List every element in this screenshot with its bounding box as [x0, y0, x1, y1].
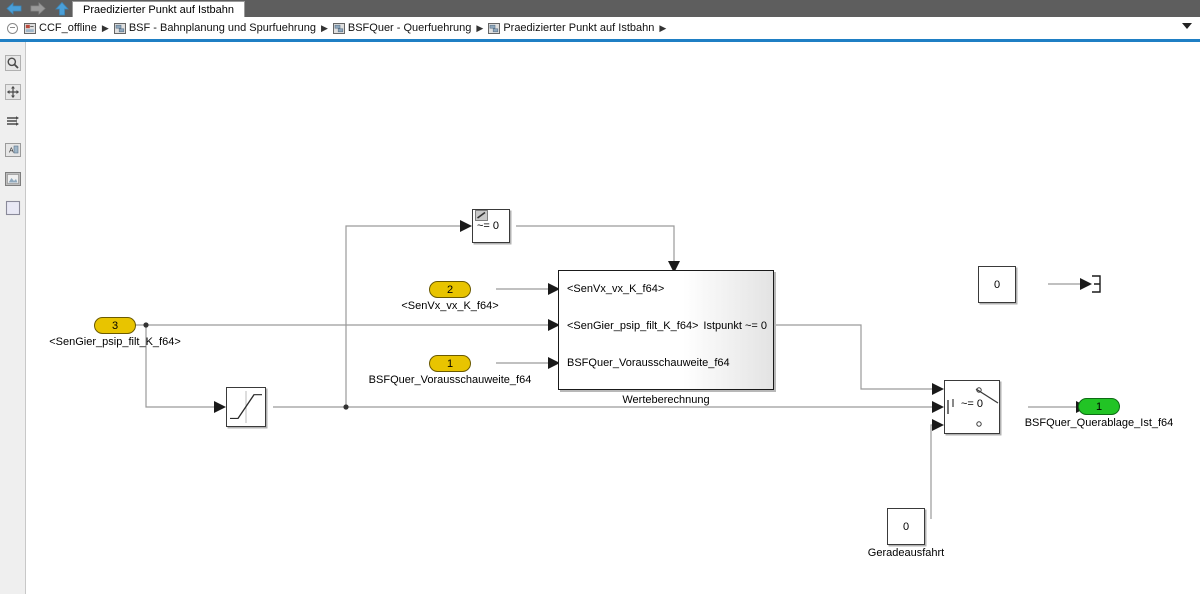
constant-value: 0: [993, 278, 1001, 291]
inport-3[interactable]: 3 <SenGier_psip_filt_K_f64>: [49, 317, 181, 348]
saturation-block[interactable]: [226, 387, 266, 427]
constant-zero-top[interactable]: 0: [978, 266, 1016, 303]
subsystem-output-1: Istpunkt ~= 0: [703, 320, 767, 332]
up-arrow-icon[interactable]: [52, 1, 72, 16]
breadcrumb-label: BSFQuer - Querfuehrung: [347, 22, 472, 34]
inport-number: 2: [429, 281, 471, 298]
subsystem-icon: [488, 22, 501, 34]
switch-block[interactable]: ~= 0: [944, 380, 1000, 434]
outport-1[interactable]: 1 BSFQuer_Querablage_Ist_f64: [1025, 398, 1173, 429]
constant-label: Geradeausfahrt: [867, 547, 945, 559]
area-box-icon[interactable]: [4, 199, 21, 216]
svg-text:A: A: [9, 147, 14, 154]
signal-routing-icon[interactable]: [4, 112, 21, 129]
breadcrumb-separator: ▶: [101, 22, 109, 33]
fit-to-view-icon[interactable]: [4, 83, 21, 100]
inport-number: 1: [429, 355, 471, 372]
breadcrumb-item-praedizierter-punkt[interactable]: Praedizierter Punkt auf Istbahn: [488, 22, 654, 34]
tool-palette: A: [0, 42, 26, 594]
navigation-arrows: [4, 0, 72, 17]
image-annotation-icon[interactable]: [4, 170, 21, 187]
breadcrumb-label: CCF_offline: [39, 22, 97, 34]
breadcrumb-label: Praedizierter Punkt auf Istbahn: [503, 22, 655, 34]
inport-label: BSFQuer_Vorausschauweite_f64: [368, 374, 532, 386]
forward-arrow-icon[interactable]: [28, 1, 48, 16]
compare-to-zero-block[interactable]: ~= 0: [472, 209, 510, 243]
datatype-badge-icon: [475, 210, 488, 221]
subsystem-werteberechnung[interactable]: <SenVx_vx_K_f64> <SenGier_psip_filt_K_f6…: [558, 270, 774, 390]
annotation-icon[interactable]: A: [4, 141, 21, 158]
saturation-curve-icon: [230, 391, 262, 423]
breadcrumb-label: BSF - Bahnplanung und Spurfuehrung: [128, 22, 316, 34]
subsystem-input-3: BSFQuer_Vorausschauweite_f64: [567, 357, 730, 369]
breadcrumb-separator: ▶: [320, 22, 328, 33]
editor-tab[interactable]: Praedizierter Punkt auf Istbahn: [72, 1, 246, 18]
subsystem-input-2: <SenGier_psip_filt_K_f64>: [567, 320, 699, 332]
back-arrow-icon[interactable]: [4, 1, 24, 16]
editor-tab-label: Praedizierter Punkt auf Istbahn: [83, 4, 235, 16]
constant-geradeausfahrt[interactable]: 0: [887, 508, 925, 545]
terminator-block: [1092, 275, 1101, 293]
signal-junction: [343, 404, 349, 410]
switch-glyph-icon: [947, 387, 999, 427]
subsystem-icon: [113, 22, 126, 34]
title-bar: Praedizierter Punkt auf Istbahn: [0, 0, 1200, 18]
outport-number: 1: [1078, 398, 1120, 415]
breadcrumb-item-bsf[interactable]: BSF - Bahnplanung und Spurfuehrung: [113, 22, 316, 34]
subsystem-input-1: <SenVx_vx_K_f64>: [567, 283, 665, 295]
expand-collapse-icon[interactable]: [0, 17, 24, 39]
subsystem-name-label: Werteberechnung: [622, 394, 710, 406]
breadcrumb-item-bsfquer[interactable]: BSFQuer - Querfuehrung: [332, 22, 472, 34]
inport-label: <SenVx_vx_K_f64>: [401, 300, 499, 312]
model-canvas[interactable]: 3 <SenGier_psip_filt_K_f64> 2 <SenVx_vx_…: [26, 42, 1200, 594]
zoom-tool-icon[interactable]: [4, 54, 21, 71]
model-icon: [24, 22, 36, 34]
outport-label: BSFQuer_Querablage_Ist_f64: [1024, 417, 1174, 429]
breadcrumb-separator: ▶: [659, 22, 667, 33]
signal-junction: [143, 322, 149, 328]
breadcrumb-item-ccf-offline[interactable]: CCF_offline: [24, 22, 97, 34]
breadcrumb: CCF_offline ▶ BSF - Bahnplanung und Spur…: [0, 17, 1200, 40]
chevron-down-icon[interactable]: [1182, 23, 1192, 29]
accent-underline: [0, 39, 1200, 42]
breadcrumb-separator: ▶: [476, 22, 484, 33]
constant-value: 0: [902, 520, 910, 533]
inport-label: <SenGier_psip_filt_K_f64>: [49, 336, 181, 348]
subsystem-icon: [332, 22, 345, 34]
switch-criteria: ~= 0: [961, 398, 984, 410]
inport-number: 3: [94, 317, 136, 334]
compare-to-zero-text: ~= 0: [477, 220, 500, 232]
inport-1[interactable]: 1 BSFQuer_Vorausschauweite_f64: [369, 355, 531, 386]
inport-2[interactable]: 2 <SenVx_vx_K_f64>: [401, 281, 499, 312]
